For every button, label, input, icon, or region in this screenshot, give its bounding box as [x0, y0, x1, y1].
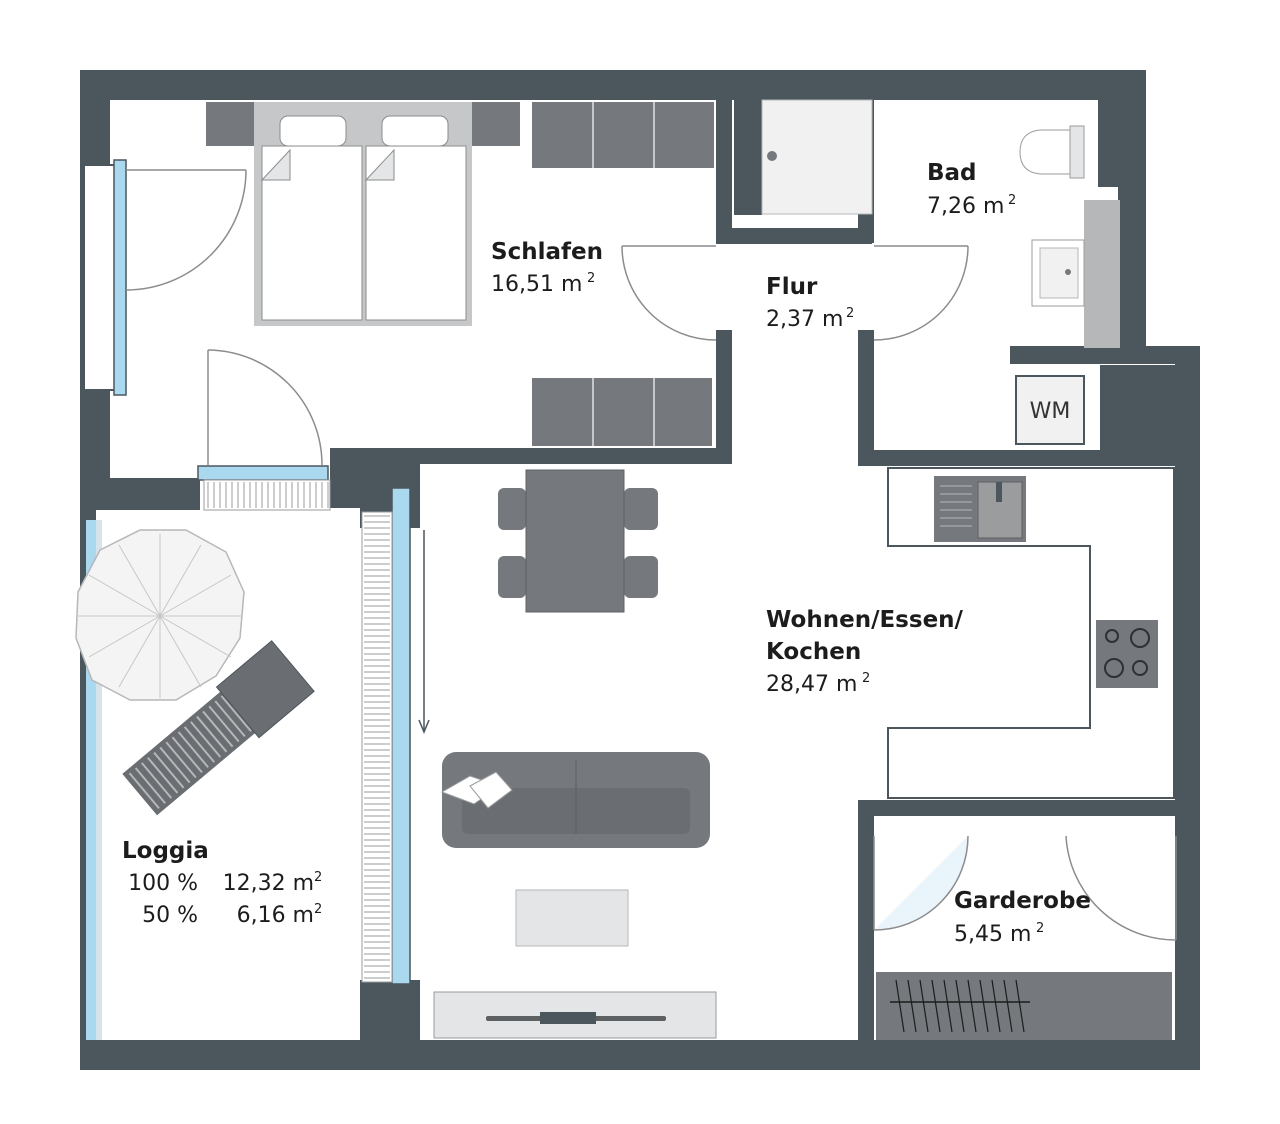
loggia-area-1: 12,32 m — [223, 871, 314, 896]
room-label-wohnen: Wohnen/Essen/ Kochen 28,47 m 2 — [766, 607, 964, 697]
garderobe-rack — [876, 972, 1172, 1040]
room-label-garderobe: Garderobe 5,45 m 2 — [954, 888, 1091, 947]
loggia-percent-2: 50 % — [142, 903, 198, 928]
bad-area-sup: 2 — [1008, 193, 1016, 208]
loggia-name: Loggia — [122, 838, 209, 864]
schlafen-area: 16,51 m — [491, 272, 582, 297]
loggia-percent-1: 100 % — [128, 871, 198, 896]
shower — [761, 99, 873, 215]
door-swings — [125, 169, 1177, 941]
kitchen-sink — [934, 476, 1026, 542]
wohnen-name-line2: Kochen — [766, 639, 861, 665]
flur-area: 2,37 m — [766, 307, 843, 332]
loggia-area-1-sup: 2 — [314, 870, 322, 885]
wohnen-area: 28,47 m — [766, 672, 857, 697]
garderobe-area-sup: 2 — [1036, 921, 1044, 936]
schlafen-name: Schlafen — [491, 239, 603, 265]
cooktop — [1096, 620, 1158, 688]
bad-name: Bad — [927, 160, 977, 186]
coffee-table — [515, 889, 629, 947]
garderobe-name: Garderobe — [954, 888, 1091, 914]
double-bed — [206, 102, 520, 326]
wohnen-area-sup: 2 — [862, 671, 870, 686]
flur-name: Flur — [766, 274, 818, 300]
washbasin — [1031, 200, 1120, 348]
washing-machine-label: WM — [1030, 399, 1071, 424]
dining-set — [498, 469, 658, 613]
room-label-schlafen: Schlafen 16,51 m 2 — [491, 239, 603, 297]
schlafen-area-sup: 2 — [587, 271, 595, 286]
sun-lounger — [122, 640, 315, 816]
room-label-bad: Bad 7,26 m 2 — [927, 160, 1016, 219]
parasol — [75, 529, 245, 701]
window-sills — [203, 479, 393, 983]
wohnen-name-line1: Wohnen/Essen/ — [766, 607, 964, 633]
wardrobe-top — [532, 102, 714, 168]
garderobe-area: 5,45 m — [954, 922, 1031, 947]
loggia-area-2: 6,16 m — [237, 903, 314, 928]
kitchen-counter — [887, 467, 1175, 799]
flur-area-sup: 2 — [846, 306, 854, 321]
room-label-flur: Flur 2,37 m 2 — [766, 274, 854, 332]
room-label-loggia: Loggia 100 % 12,32 m 2 50 % 6,16 m 2 — [122, 838, 322, 928]
washing-machine: WM — [1015, 375, 1085, 445]
toilet — [1019, 125, 1085, 179]
loggia-area-2-sup: 2 — [314, 902, 322, 917]
sofa — [440, 752, 710, 848]
sliding-door-arrow — [418, 530, 430, 734]
tv-board — [433, 991, 717, 1039]
bad-area: 7,26 m — [927, 194, 1004, 219]
wardrobe-bottom — [532, 378, 712, 446]
